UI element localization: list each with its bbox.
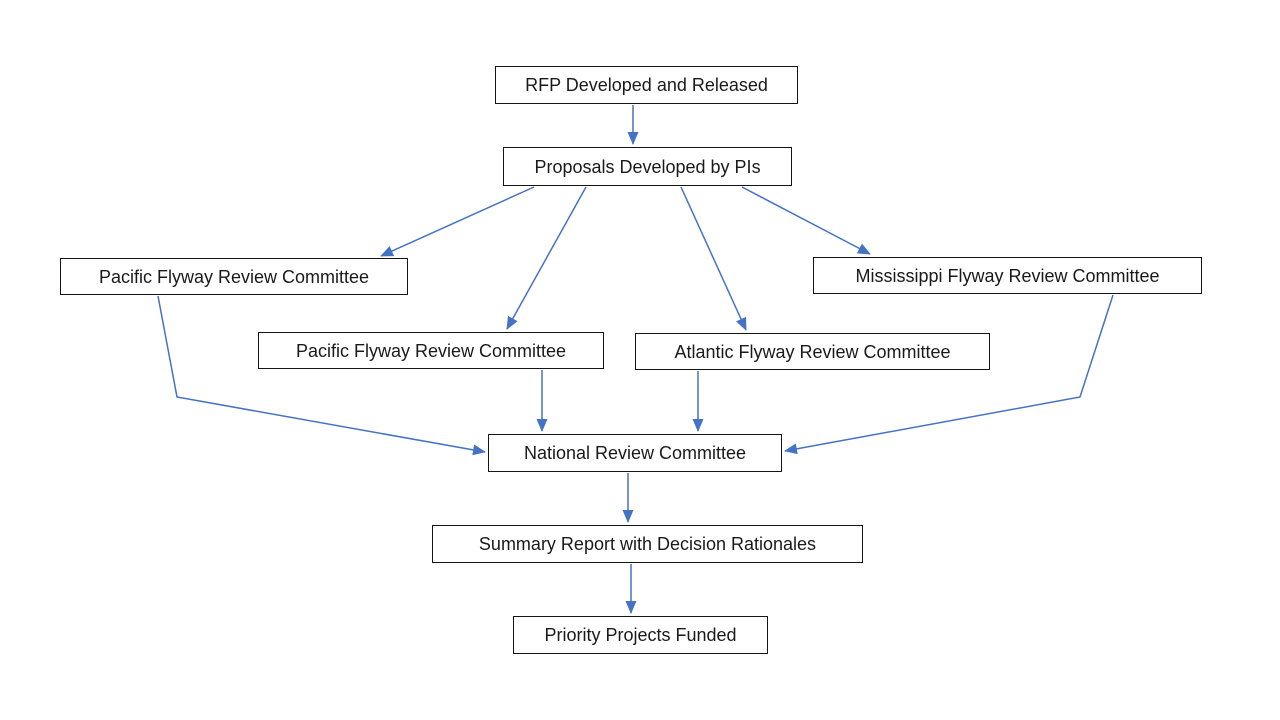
node-atlantic-flyway-committee: Atlantic Flyway Review Committee (635, 333, 990, 370)
node-proposals-developed: Proposals Developed by PIs (503, 147, 792, 186)
edge-mississippi-to-national (784, 294, 1114, 455)
edge-pacific-left-to-national (157, 295, 486, 456)
node-priority-projects-funded: Priority Projects Funded (513, 616, 768, 654)
node-rfp-developed: RFP Developed and Released (495, 66, 798, 104)
node-label: Pacific Flyway Review Committee (295, 340, 567, 361)
node-label: Summary Report with Decision Rationales (478, 534, 817, 554)
node-pacific-flyway-committee-left: Pacific Flyway Review Committee (60, 258, 408, 295)
edge-proposals-to-mississippi (741, 186, 871, 255)
edge-proposals-to-pacific-left (380, 186, 535, 257)
node-label: Mississippi Flyway Review Committee (855, 265, 1160, 286)
node-label: RFP Developed and Released (525, 75, 768, 95)
node-label: National Review Committee (523, 443, 747, 463)
edge-proposals-to-pacific-center (506, 186, 587, 330)
node-mississippi-flyway-committee: Mississippi Flyway Review Committee (813, 257, 1202, 294)
node-label: Proposals Developed by PIs (534, 156, 761, 177)
node-label: Priority Projects Funded (544, 625, 737, 645)
node-label: Atlantic Flyway Review Committee (674, 341, 951, 362)
node-summary-report: Summary Report with Decision Rationales (432, 525, 863, 563)
edge-proposals-to-atlantic (680, 186, 747, 331)
node-label: Pacific Flyway Review Committee (98, 266, 370, 287)
node-national-review-committee: National Review Committee (488, 434, 782, 472)
node-pacific-flyway-committee-center: Pacific Flyway Review Committee (258, 332, 604, 369)
